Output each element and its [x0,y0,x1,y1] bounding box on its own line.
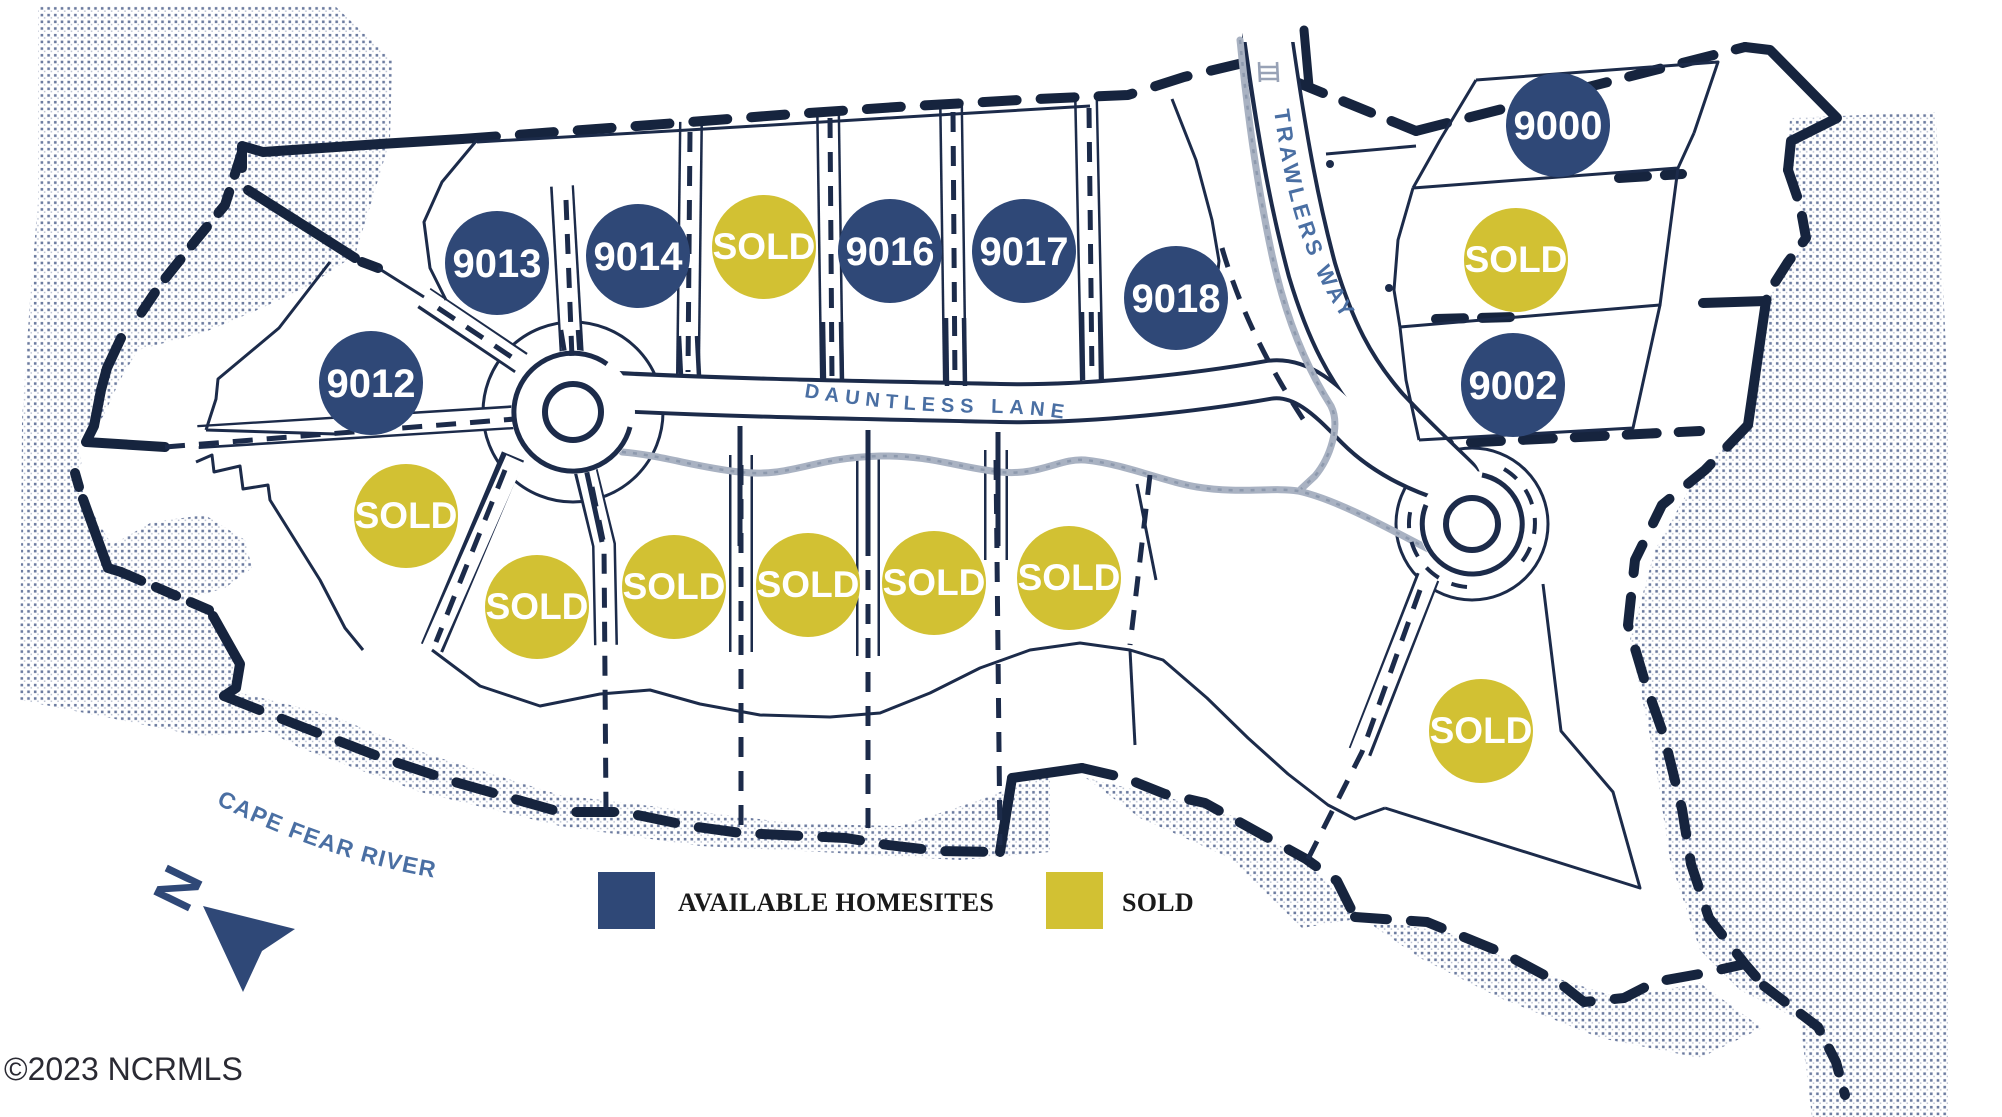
svg-text:SOLD: SOLD [1122,888,1194,917]
svg-text:9013: 9013 [453,242,542,286]
svg-text:SOLD: SOLD [1430,710,1533,751]
svg-text:AVAILABLE HOMESITES: AVAILABLE HOMESITES [678,888,994,917]
svg-text:SOLD: SOLD [883,562,986,603]
svg-text:9012: 9012 [327,362,416,406]
svg-text:SOLD: SOLD [486,586,589,627]
svg-text:SOLD: SOLD [1465,239,1568,280]
svg-text:9002: 9002 [1469,364,1558,408]
svg-text:SOLD: SOLD [355,495,458,536]
svg-text:9014: 9014 [594,235,684,279]
svg-text:9000: 9000 [1514,104,1603,148]
svg-text:SOLD: SOLD [1018,557,1121,598]
svg-text:9016: 9016 [846,230,935,274]
svg-text:©2023 NCRMLS: ©2023 NCRMLS [4,1051,243,1087]
svg-text:SOLD: SOLD [757,564,860,605]
svg-text:9017: 9017 [980,230,1069,274]
svg-text:SOLD: SOLD [713,226,816,267]
svg-text:SOLD: SOLD [623,566,726,607]
svg-text:9018: 9018 [1132,277,1221,321]
